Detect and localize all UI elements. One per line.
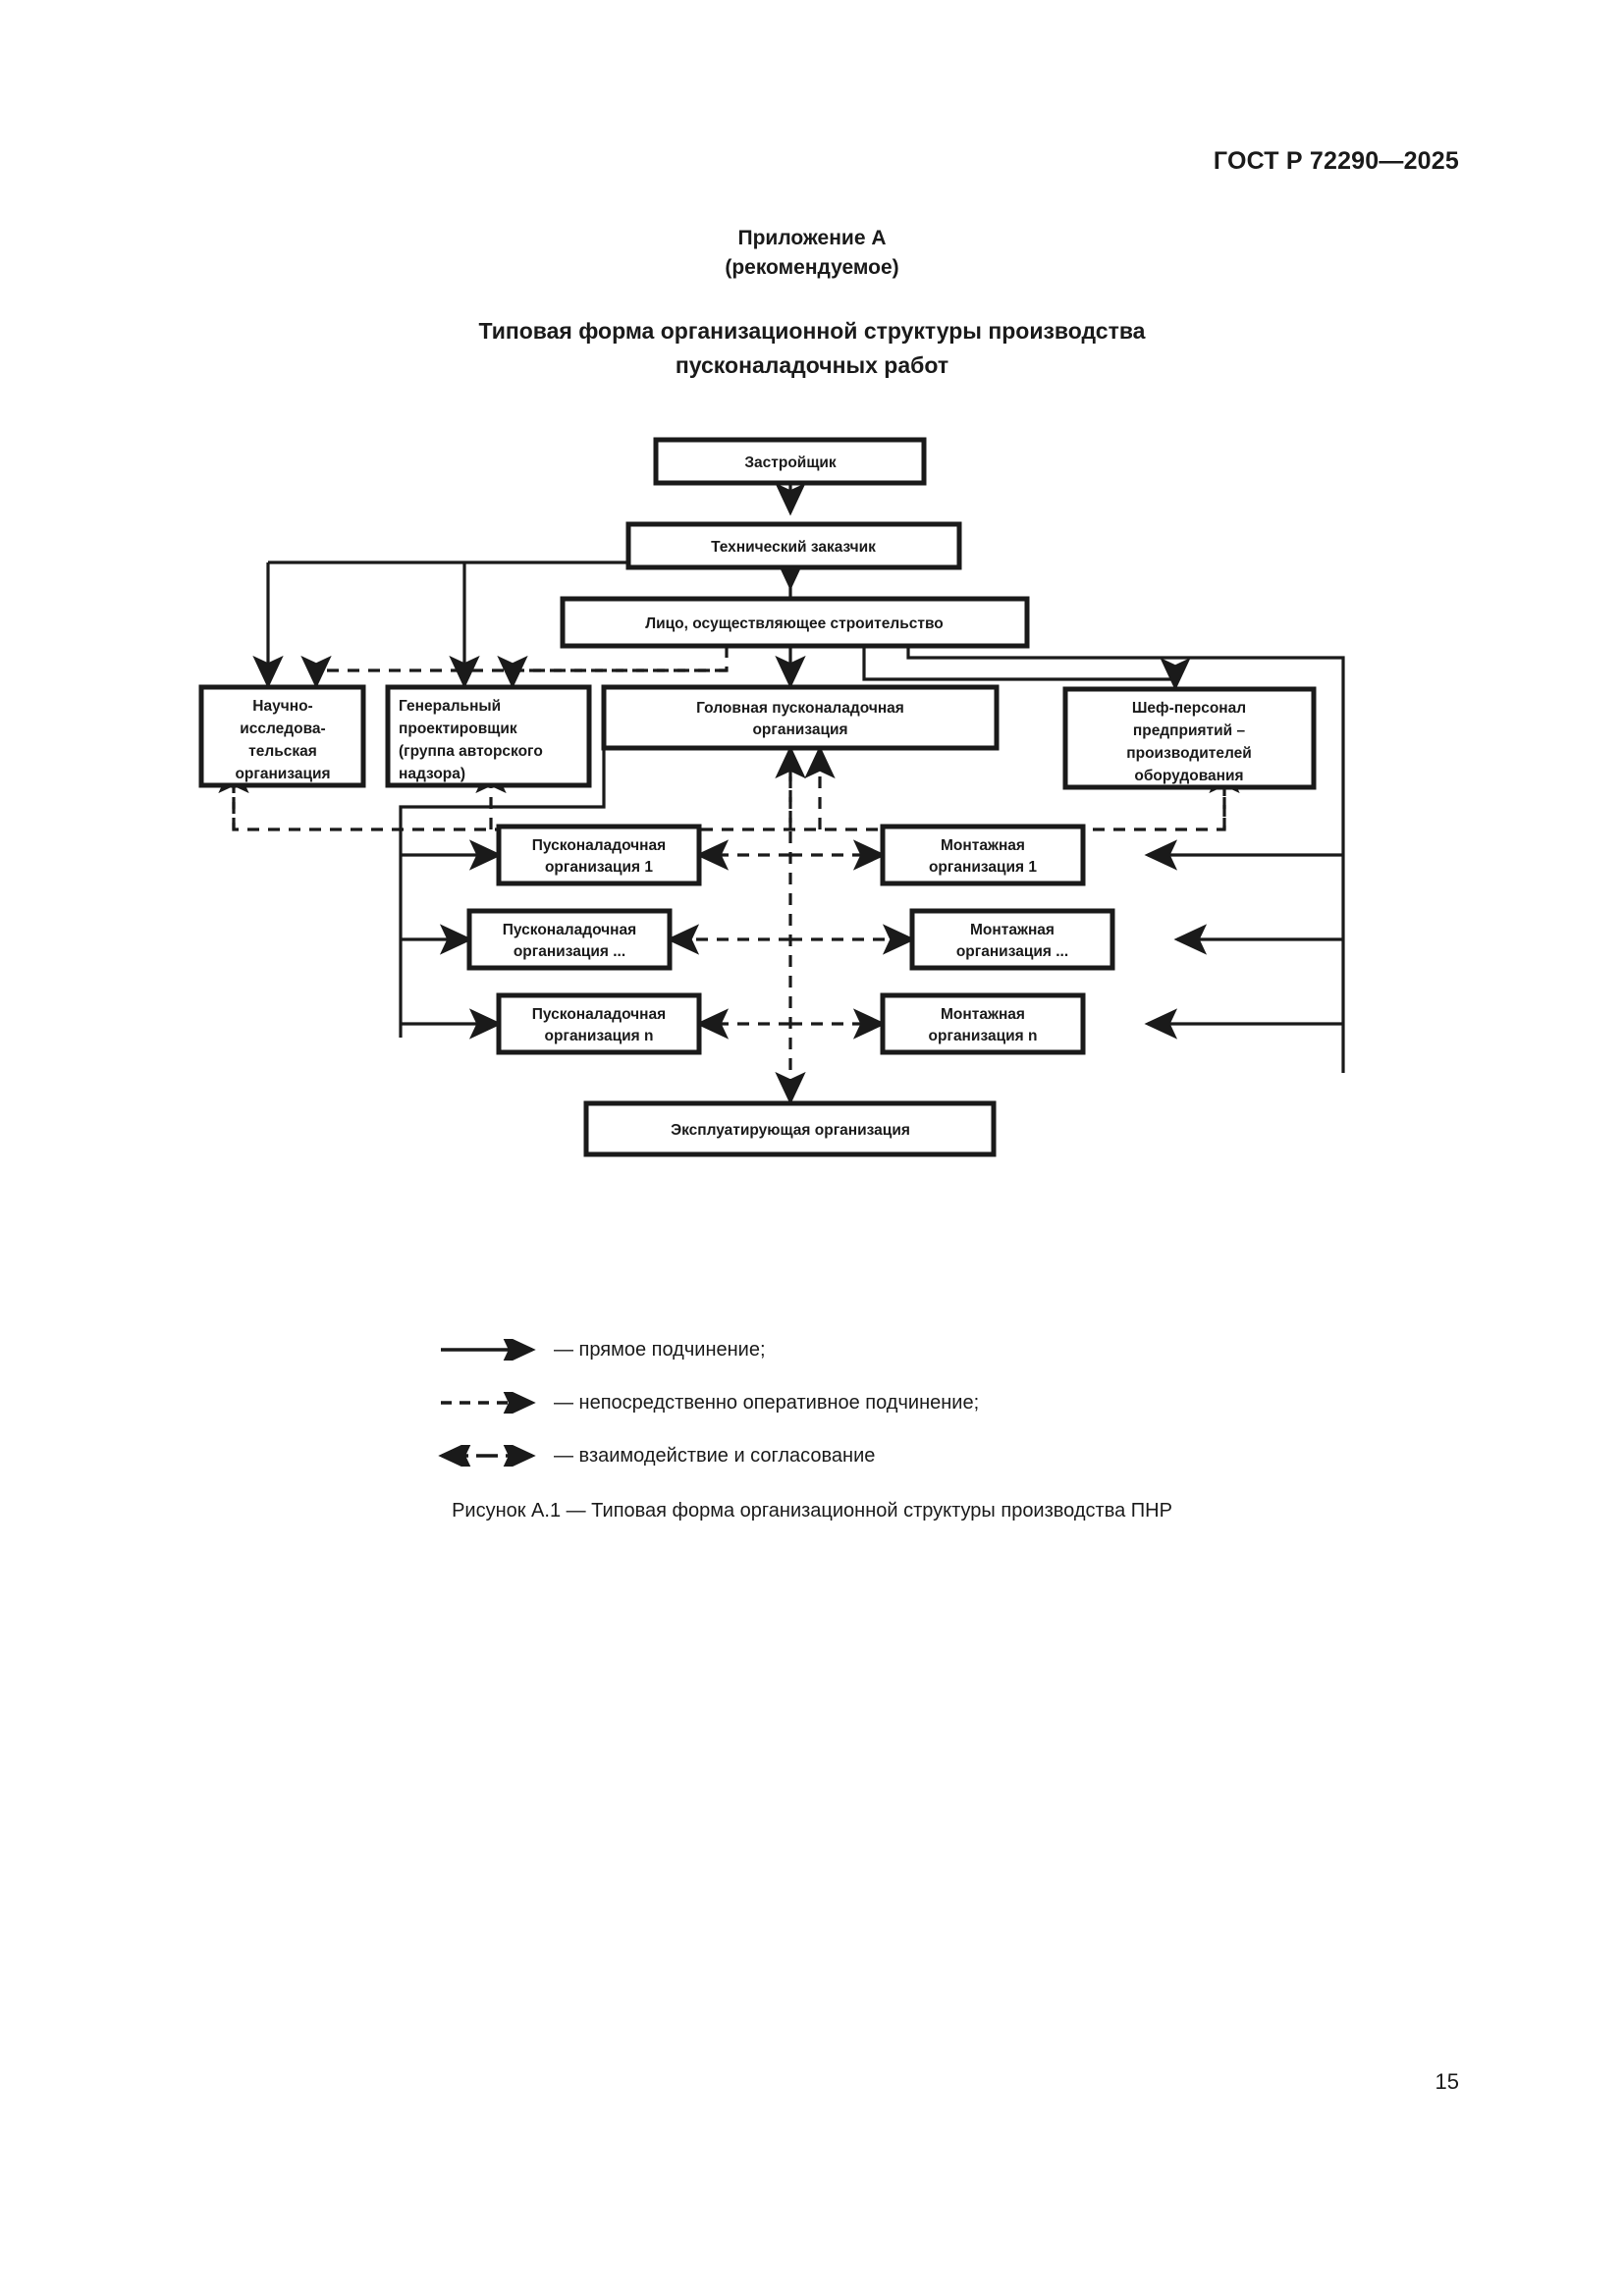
node-genproektirovshchik-label-3: (группа авторского (399, 743, 543, 760)
appendix-title: Типовая форма организационной структуры … (0, 314, 1624, 382)
node-nio-label-2: исследова- (240, 721, 325, 737)
node-pnr-org-n-label-1: Пусконаладочная (532, 1006, 666, 1023)
document-header-standard-number: ГОСТ Р 72290—2025 (1213, 147, 1459, 175)
node-litso-stroitelstvo-label: Лицо, осуществляющее строительство (645, 615, 944, 632)
node-pnr-org-n (496, 992, 702, 1055)
node-genproektirovshchik-label-4: надзора) (399, 766, 465, 782)
legend-item-operational: — непосредственно оперативное подчинение… (438, 1376, 1322, 1429)
node-mont-org-n-label-2-var: n (1028, 1028, 1037, 1044)
legend-item-direct: — прямое подчинение; (438, 1323, 1322, 1376)
node-mont-org-1-label-1: Монтажная (941, 837, 1025, 854)
node-expluatiruyushchaya-label: Эксплуатирующая организация (671, 1122, 910, 1139)
node-pnr-org-n-label-2-text: организация (545, 1028, 644, 1044)
node-genproektirovshchik (385, 684, 592, 788)
node-pnr-org-n-label-2-var: n (644, 1028, 653, 1044)
node-mont-org-1 (880, 824, 1086, 886)
node-golovnaya-pnr (601, 684, 1000, 751)
node-mont-org-n-label-1: Монтажная (941, 1006, 1025, 1023)
appendix-title-line-1: Типовая форма организационной структуры … (478, 318, 1146, 344)
appendix-label: Приложение А (737, 227, 887, 249)
node-zastroyshchik (653, 437, 927, 486)
node-golovnaya-pnr-label-2: организация (752, 721, 847, 738)
node-shef-personal-label-2: предприятий – (1133, 722, 1246, 739)
node-pnr-org-mid-label-1: Пусконаладочная (503, 922, 636, 938)
node-mont-org-mid-label-2: организация ... (956, 943, 1068, 960)
node-shef-personal-label-1: Шеф-персонал (1132, 700, 1246, 717)
legend-item-operational-label: — непосредственно оперативное подчинение… (554, 1391, 980, 1414)
node-shef-personal (1062, 686, 1317, 790)
legend-item-direct-label: — прямое подчинение; (554, 1338, 766, 1361)
node-pnr-org-1-label-1: Пусконаладочная (532, 837, 666, 854)
node-zastroyshchik-label: Застройщик (744, 454, 837, 471)
node-pnr-org-mid (466, 908, 673, 971)
node-nio-label-1: Научно- (252, 698, 312, 715)
node-mont-org-n-label-2-text: организация (929, 1028, 1028, 1044)
node-shef-personal-label-4: оборудования (1134, 768, 1243, 784)
page-number: 15 (1435, 2069, 1459, 2094)
node-nio-label-3: тельская (248, 743, 317, 760)
dashed-arrow-bidirectional-icon (438, 1439, 554, 1472)
solid-arrow-right-icon (438, 1333, 554, 1366)
node-mont-org-n-label-2: организация n (929, 1028, 1038, 1044)
figure-caption: Рисунок А.1 — Типовая форма организацион… (452, 1500, 1172, 1522)
legend-item-interaction: — взаимодействие и согласование (438, 1429, 1322, 1482)
diagram-legend: — прямое подчинение; — непосредственно о… (438, 1323, 1322, 1482)
node-mont-org-mid-label-1: Монтажная (970, 922, 1055, 938)
node-pnr-org-n-label-2: организация n (545, 1028, 654, 1044)
node-litso-stroitelstvo (560, 596, 1030, 649)
org-structure-diagram: Застройщик Технический заказчик Лицо, ос… (0, 422, 1624, 1276)
node-mont-org-mid (909, 908, 1115, 971)
node-genproektirovshchik-label-2: проектировщик (399, 721, 517, 737)
legend-item-interaction-label: — взаимодействие и согласование (554, 1444, 876, 1467)
node-shef-personal-label-3: производителей (1126, 745, 1252, 762)
node-genproektirovshchik-label-1: Генеральный (399, 698, 501, 715)
node-expluatiruyushchaya (583, 1100, 997, 1157)
node-tech-zakazchik-label: Технический заказчик (711, 539, 876, 556)
node-tech-zakazchik (625, 521, 962, 570)
node-nio-label-4: организация (235, 766, 330, 782)
node-pnr-org-mid-label-2: организация ... (514, 943, 625, 960)
appendix-kind: (рекомендуемое) (725, 256, 899, 280)
node-pnr-org-1-label-2: организация 1 (545, 859, 653, 876)
node-mont-org-1-label-2: организация 1 (929, 859, 1037, 876)
node-nio (198, 684, 366, 788)
node-pnr-org-1 (496, 824, 702, 886)
appendix-title-line-2: пусконаладочных работ (675, 351, 949, 378)
appendix-heading: Приложение А (рекомендуемое) (0, 224, 1624, 284)
node-mont-org-n (880, 992, 1086, 1055)
node-golovnaya-pnr-label-1: Головная пусконаладочная (696, 700, 904, 717)
dashed-arrow-right-icon (438, 1386, 554, 1419)
